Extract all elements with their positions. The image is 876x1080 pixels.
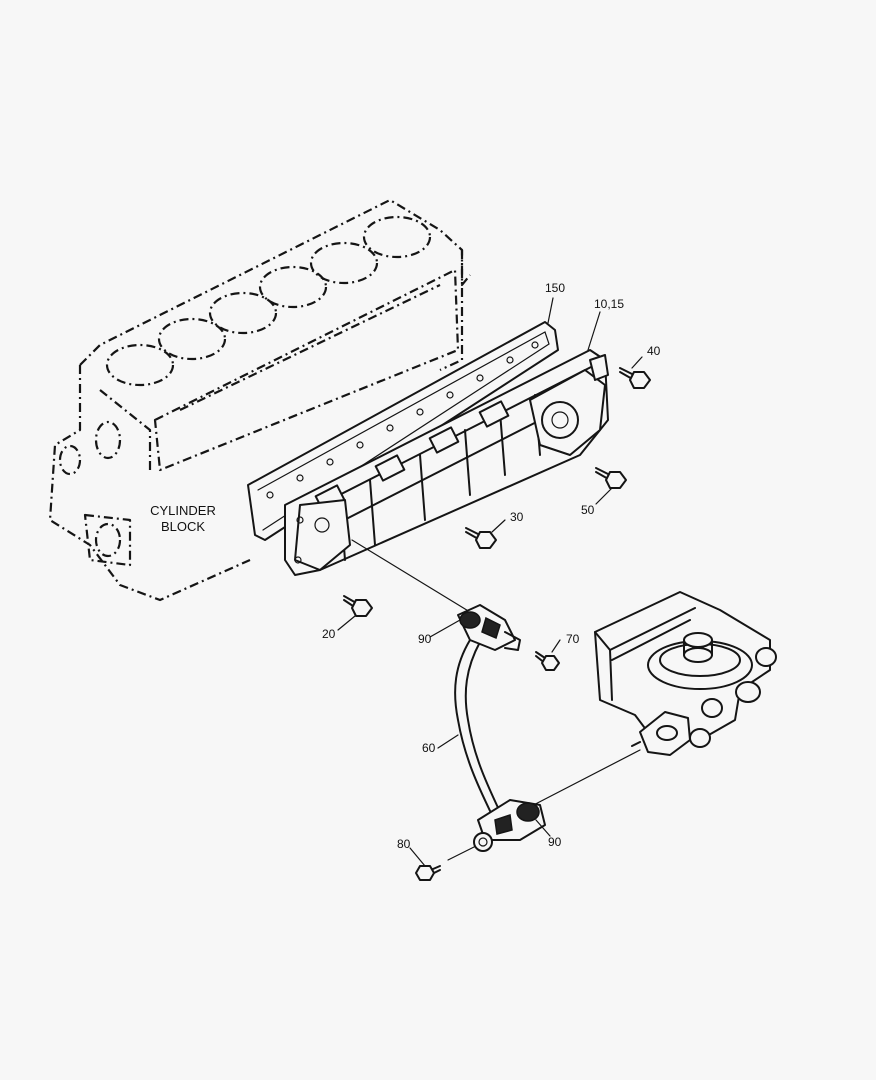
bolt-30 bbox=[465, 527, 497, 549]
oil-tube-60 bbox=[454, 639, 501, 816]
bolt-50 bbox=[595, 467, 627, 489]
gasket-150 bbox=[247, 321, 559, 541]
callout-150: 150 bbox=[545, 281, 565, 295]
bolt-70 bbox=[535, 651, 560, 671]
fitting-90-bottom bbox=[473, 799, 546, 852]
callout-leaders bbox=[337, 297, 643, 867]
callout-90-top: 90 bbox=[418, 632, 432, 646]
callout-80: 80 bbox=[397, 837, 411, 851]
callout-90-bottom: 90 bbox=[548, 835, 562, 849]
cylinder-block-label: CYLINDER bbox=[150, 503, 216, 518]
callout-30: 30 bbox=[510, 510, 524, 524]
callout-10-15: 10,15 bbox=[594, 297, 624, 311]
cylinder-block-label-2: BLOCK bbox=[161, 519, 205, 534]
oil-filter-head bbox=[594, 591, 777, 756]
callout-70: 70 bbox=[566, 632, 580, 646]
fitting-90-top bbox=[457, 604, 521, 651]
callout-20: 20 bbox=[322, 627, 336, 641]
bolt-20 bbox=[343, 595, 373, 617]
callout-labels: 150 10,15 40 50 30 20 90 70 60 80 90 bbox=[322, 281, 661, 851]
cylinder-block: CYLINDER BLOCK bbox=[48, 198, 471, 602]
callout-60: 60 bbox=[422, 741, 436, 755]
bolt-80 bbox=[415, 865, 441, 881]
callout-40: 40 bbox=[647, 344, 661, 358]
callout-50: 50 bbox=[581, 503, 595, 517]
oil-cooler-housing bbox=[284, 349, 609, 576]
bolt-40 bbox=[619, 367, 651, 389]
